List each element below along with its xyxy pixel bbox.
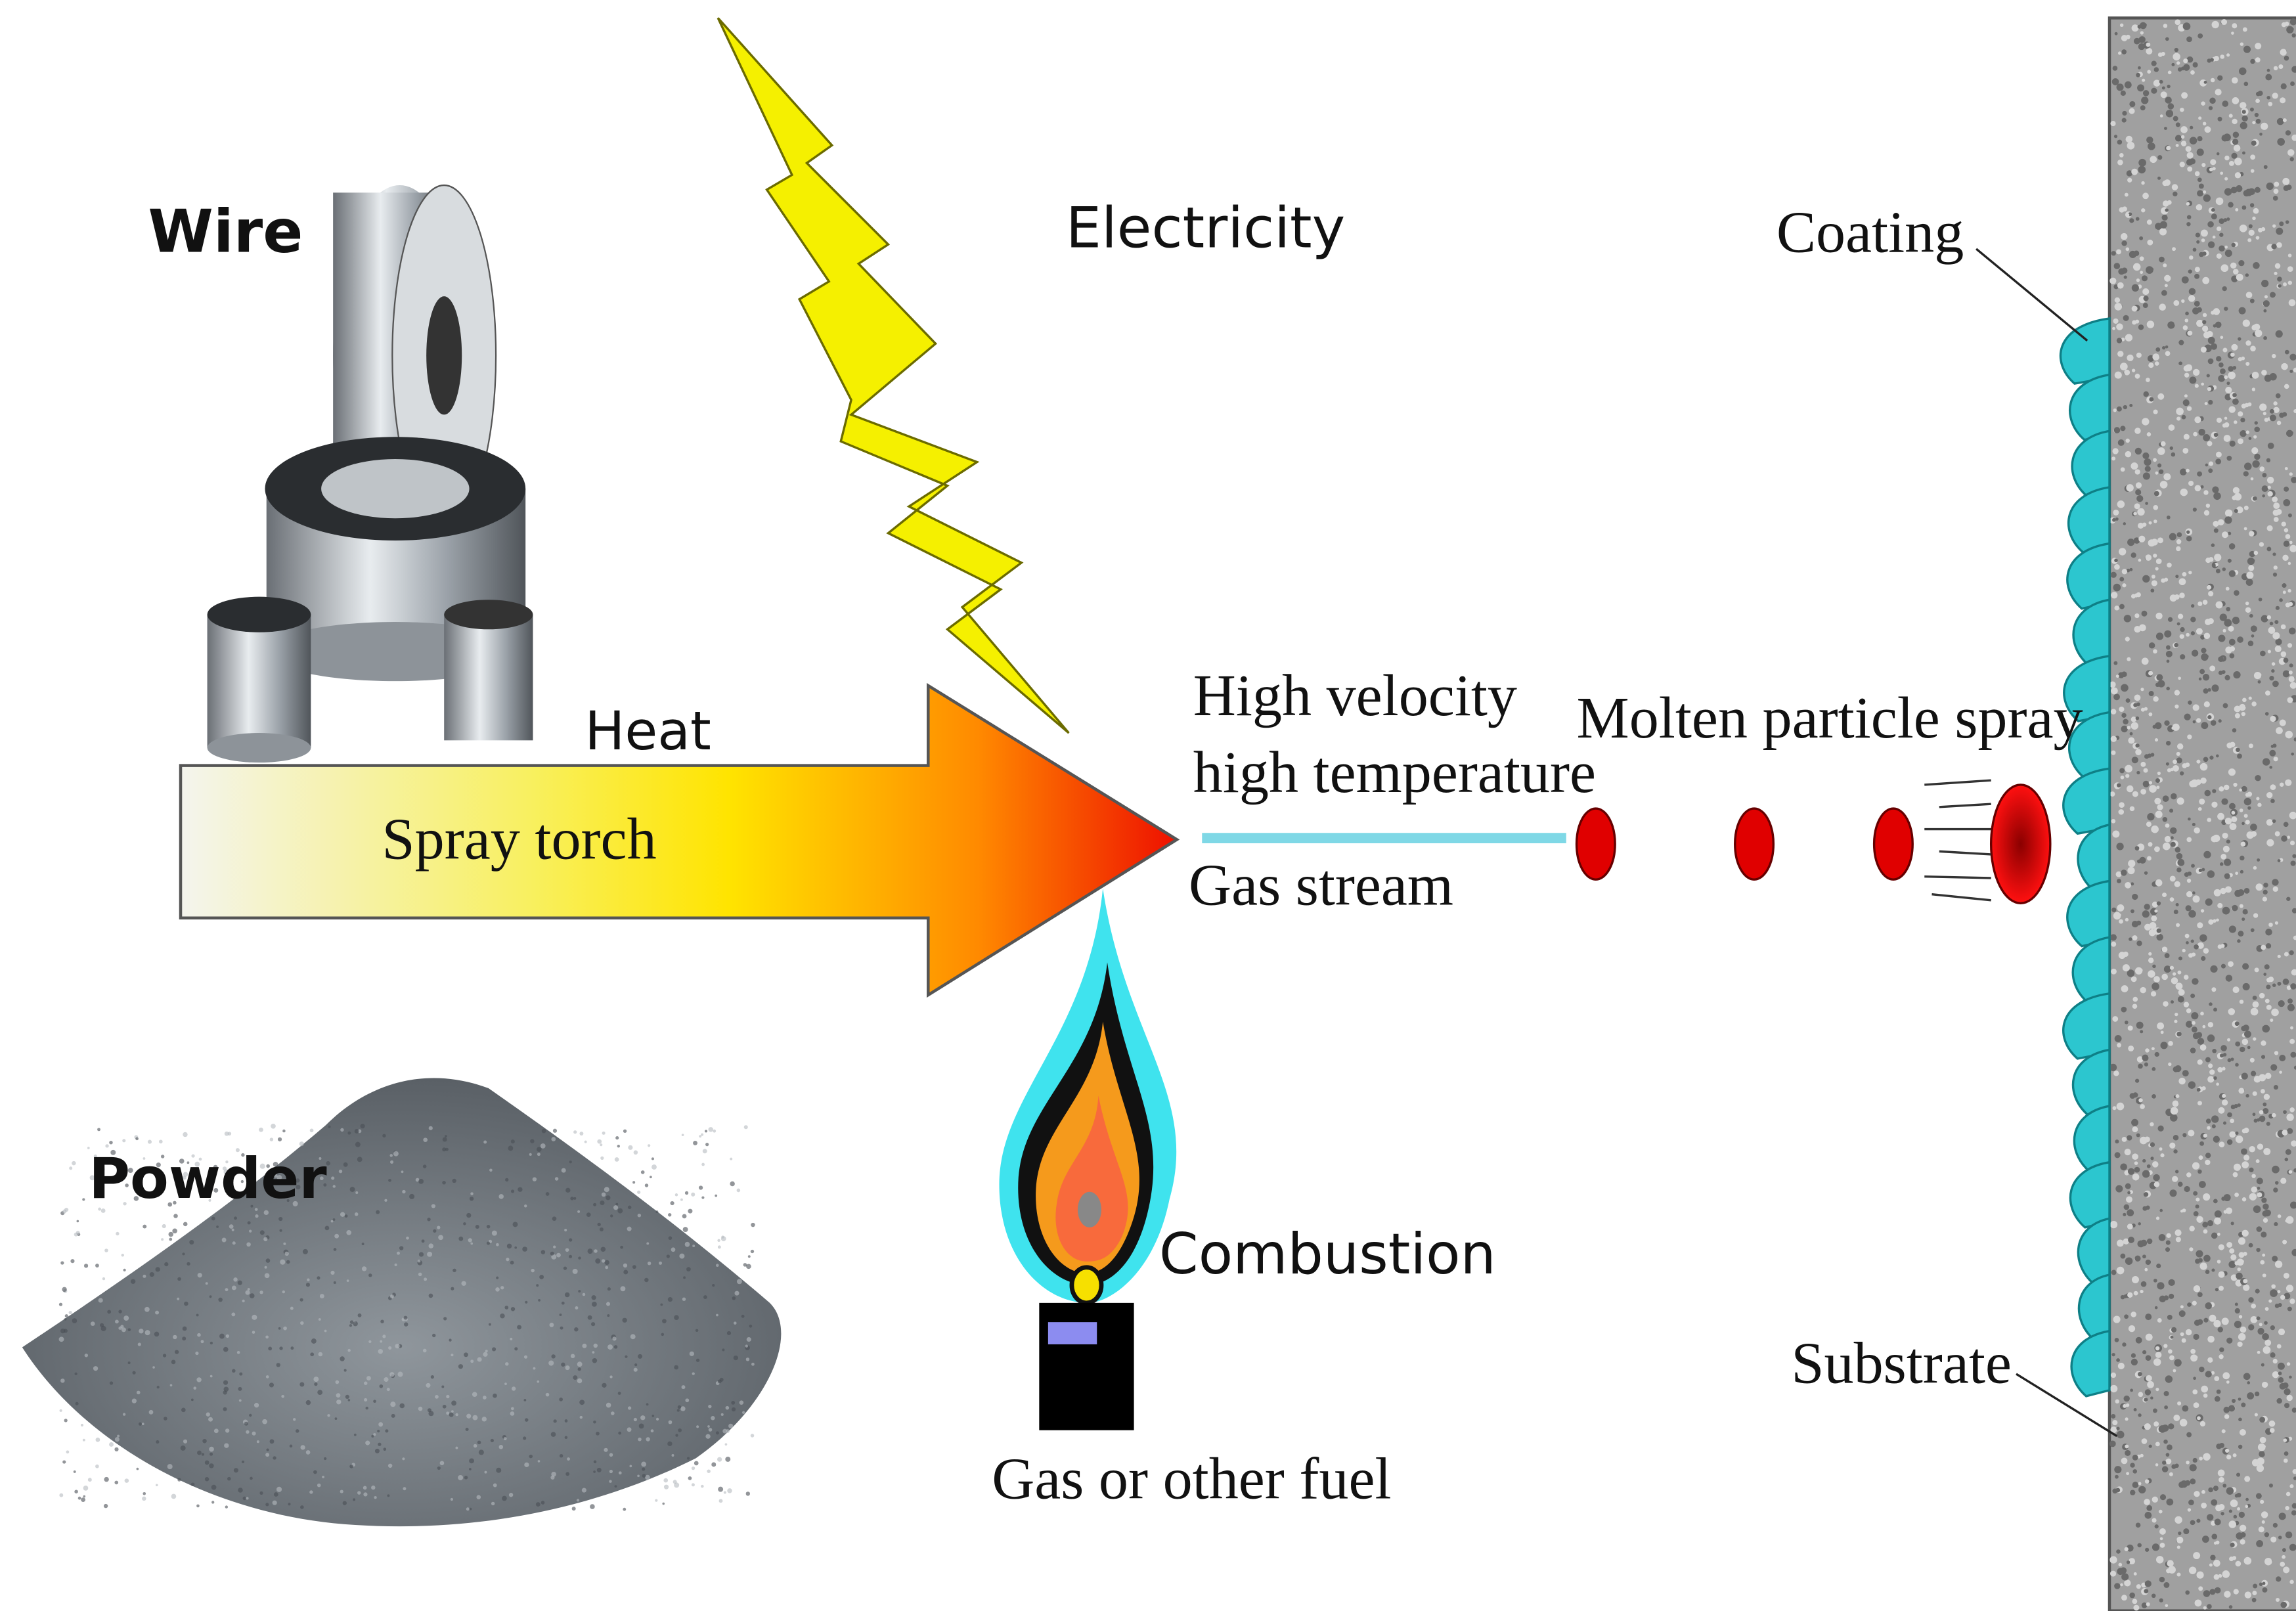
substrate-leader-line (2016, 1373, 2118, 1438)
label-spray-torch: Spray torch (382, 806, 657, 872)
powder-texture (58, 1123, 755, 1511)
label-high-velocity: High velocity (1193, 663, 1517, 728)
wire-spools-image (207, 184, 533, 763)
label-heat: Heat (585, 701, 711, 762)
label-gas-or-other-fuel: Gas or other fuel (992, 1445, 1391, 1511)
molten-particle (1734, 807, 1775, 881)
label-high-temperature: high temperature (1193, 739, 1596, 805)
label-powder: Powder (89, 1146, 326, 1212)
label-substrate: Substrate (1791, 1331, 2012, 1396)
label-combustion: Combustion (1159, 1222, 1496, 1287)
spray-torch-arrow (179, 682, 1180, 998)
label-molten-particle-spray: Molten particle spray (1577, 685, 2083, 751)
substrate-texture (2109, 18, 2296, 1611)
coating-layer (2059, 317, 2111, 1398)
molten-particles (1575, 779, 2052, 904)
fuel-burner-icon (1039, 1302, 1134, 1430)
molten-particle (1575, 807, 1616, 881)
coating-leader-line (1976, 248, 2088, 342)
speed-lines (1924, 779, 1991, 902)
label-gas-stream: Gas stream (1189, 852, 1453, 918)
powder-pile-image (22, 1078, 782, 1527)
label-coating: Coating (1777, 199, 1964, 265)
substrate (2108, 16, 2296, 1611)
label-electricity: Electricity (1066, 196, 1345, 261)
combustion-flame-icon (999, 888, 1177, 1306)
molten-particle (1872, 807, 1914, 881)
molten-particle-large (1989, 783, 2052, 904)
label-wire: Wire (148, 197, 303, 266)
electricity-bolt-icon (717, 17, 1070, 734)
